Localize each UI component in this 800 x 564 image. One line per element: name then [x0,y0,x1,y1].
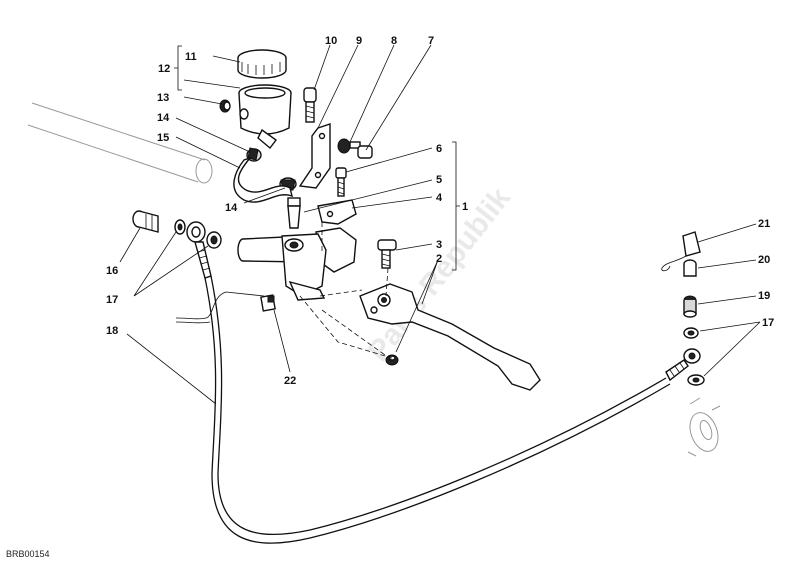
reservoir-cap [237,49,287,79]
callout-11: 11 [185,51,197,63]
banjo-bolt [132,210,159,233]
grommet-screw [349,141,373,159]
hose-fitting [287,197,301,229]
bracket-screw [303,87,317,123]
callout-3: 3 [436,239,442,251]
clamp-screw [335,167,347,197]
callout-18: 18 [106,325,118,337]
reservoir-grommet [219,99,231,113]
callout-22: 22 [284,375,296,387]
bracket-group-12 [174,45,182,91]
callout-13: 13 [157,92,169,104]
callout-14-lower: 14 [225,202,238,214]
callout-8: 8 [391,35,397,47]
fluid-reservoir [238,84,292,150]
bracket-grommet [337,138,351,154]
callout-16: 16 [106,265,118,277]
callout-5: 5 [436,174,442,186]
sealing-washers-right [683,327,705,386]
callout-2: 2 [436,253,442,265]
callout-17-left: 17 [106,294,118,306]
handlebar-ghost [27,102,213,184]
callout-7: 7 [428,35,434,47]
lever-pivot-nut [385,354,399,366]
callout-10: 10 [325,35,337,47]
callout-6: 6 [436,143,442,155]
assembly-lines [299,222,393,361]
pivot-screw [377,239,397,269]
sealing-washers-left [174,219,222,249]
reservoir-bracket [298,123,331,189]
callout-14-upper: 14 [157,112,170,124]
callout-labels: 10 9 8 7 11 12 13 14 15 6 5 4 1 14 3 2 1… [106,35,774,387]
master-cylinder-body [237,233,327,301]
leader-lines [119,44,761,405]
clutch-hose [204,275,671,544]
bleed-valve [683,259,697,277]
callout-4: 4 [436,192,443,204]
banjo-fitting [186,221,212,279]
bracket-group-1 [452,141,460,271]
hose-end-fitting [665,348,701,382]
callout-19: 19 [758,290,770,302]
slave-cylinder-ghost [687,397,721,457]
callout-21: 21 [758,218,770,230]
callout-17-right: 17 [762,317,774,329]
watermark: Parts Republik [362,181,518,367]
slave-cylinder-fitting [683,295,697,318]
clutch-lever [359,283,541,391]
callout-15: 15 [157,132,169,144]
diagram-code: BRB00154 [6,549,50,559]
callout-1: 1 [462,201,468,213]
callout-9: 9 [356,35,362,47]
callout-20: 20 [758,254,770,266]
callout-12: 12 [158,63,170,75]
bleed-cap [661,231,701,272]
lever-switch [175,291,276,324]
